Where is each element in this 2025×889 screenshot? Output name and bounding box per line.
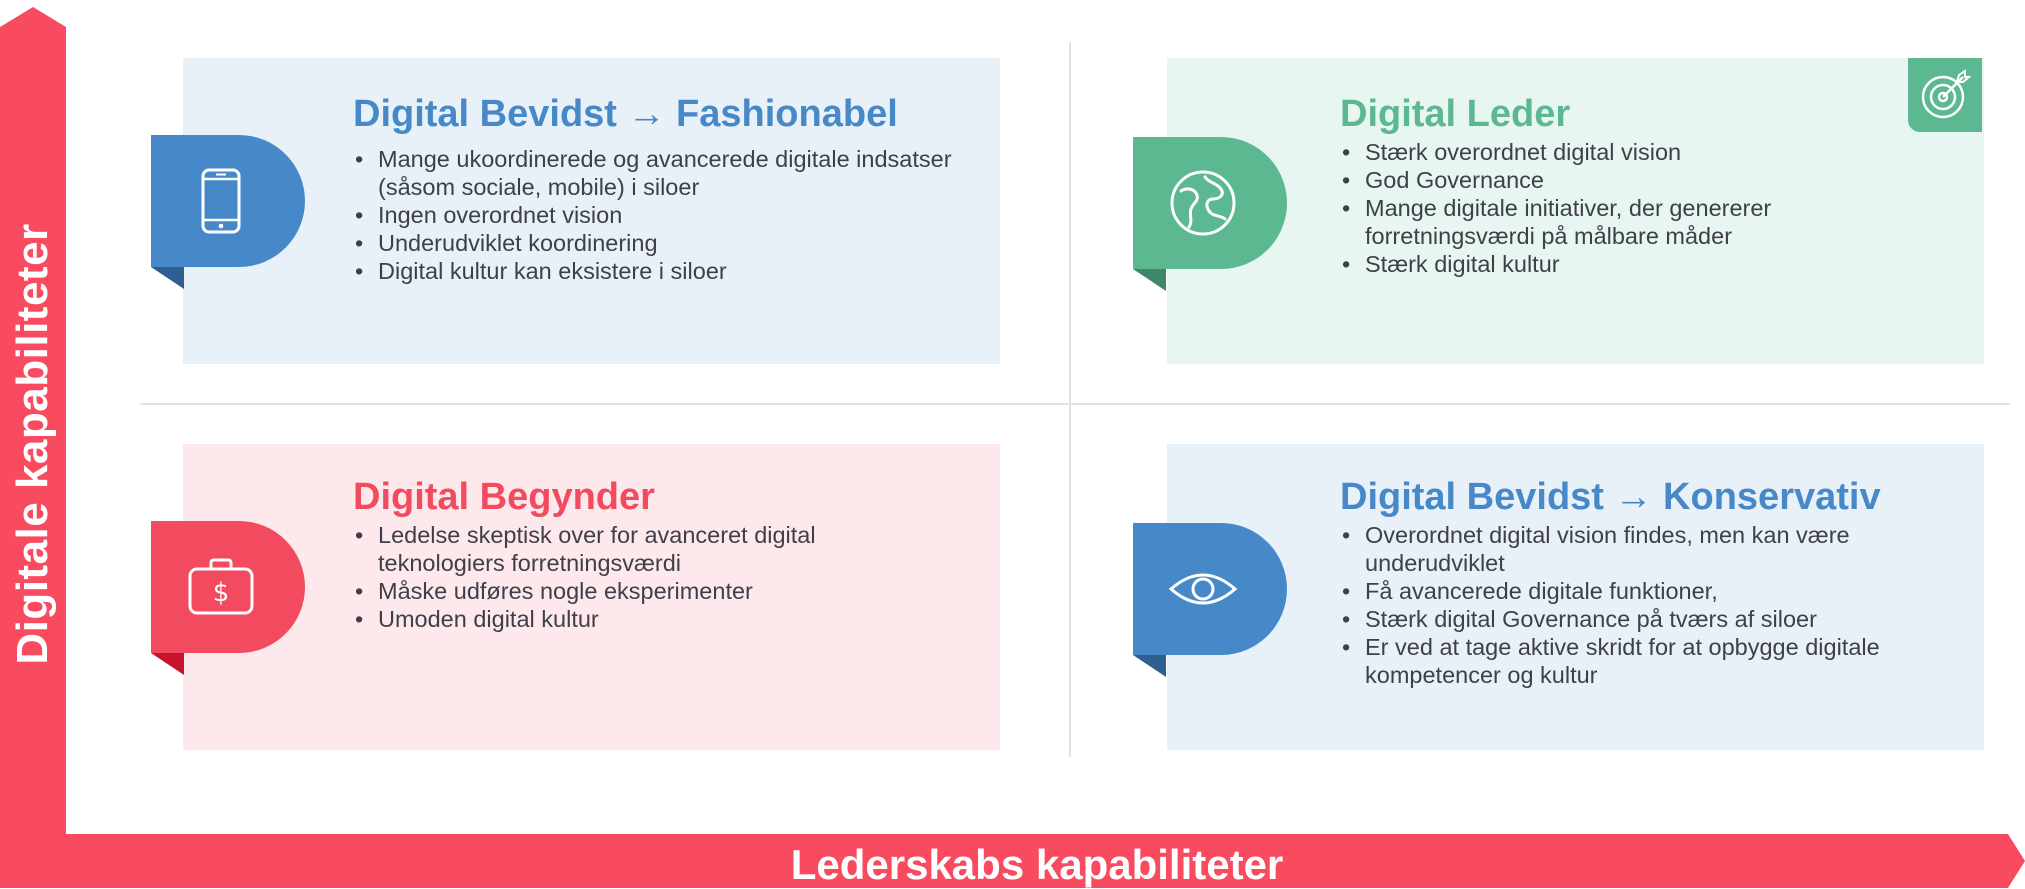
bullet-list-leader: Stærk overordnet digital vision God Gove…: [1340, 138, 1940, 278]
list-item: Overordnet digital vision findes, men ka…: [1340, 521, 1940, 577]
smartphone-icon: [151, 135, 291, 267]
vertical-divider: [1069, 42, 1071, 757]
list-item: Stærk digital kultur: [1340, 250, 1940, 278]
badge-fold: [151, 653, 184, 675]
svg-text:$: $: [213, 578, 230, 608]
list-item: Stærk overordnet digital vision: [1340, 138, 1940, 166]
list-item: Er ved at tage aktive skridt for at opby…: [1340, 633, 1940, 689]
badge-fold: [1133, 655, 1166, 677]
badge-conservative: [1133, 523, 1287, 677]
list-item: Mange digitale initiativer, der generere…: [1340, 194, 1940, 250]
y-axis-arrow: Digitale kapabiliteter: [0, 7, 66, 888]
badge-fold: [1133, 269, 1166, 291]
list-item: Underudviklet koordinering: [353, 229, 953, 257]
list-item: Ledelse skeptisk over for avanceret digi…: [353, 521, 913, 577]
quadrant-title-leader: Digital Leder: [1340, 93, 1571, 135]
globe-icon: [1133, 137, 1273, 269]
bullet-list-conservative: Overordnet digital vision findes, men ka…: [1340, 521, 1940, 689]
badge-fold: [151, 267, 184, 289]
money-bag-icon: $: [151, 521, 291, 653]
bullet-list-fashionable: Mange ukoordinerede og avancerede digita…: [353, 145, 953, 285]
list-item: Måske udføres nogle eksperimenter: [353, 577, 913, 605]
quadrant-title-fashionable: Digital Bevidst → Fashionabel: [353, 93, 898, 135]
list-item: Få avancerede digitale funktioner,: [1340, 577, 1940, 605]
list-item: Stærk digital Governance på tværs af sil…: [1340, 605, 1940, 633]
list-item: Umoden digital kultur: [353, 605, 913, 633]
list-item: Mange ukoordinerede og avancerede digita…: [353, 145, 953, 201]
x-axis-label: Lederskabs kapabiliteter: [790, 841, 1284, 888]
quadrant-title-conservative: Digital Bevidst → Konservativ: [1340, 476, 1881, 518]
y-axis-label: Digitale kapabiliteter: [8, 223, 57, 665]
badge-fashionable: [151, 135, 305, 289]
target-icon: [1908, 58, 1982, 132]
eye-icon: [1133, 523, 1273, 655]
badge-leader: [1133, 137, 1287, 291]
quadrant-title-beginner: Digital Begynder: [353, 476, 655, 518]
x-axis-arrow: Lederskabs kapabiliteter: [66, 834, 2025, 888]
bullet-list-beginner: Ledelse skeptisk over for avanceret digi…: [353, 521, 913, 633]
list-item: God Governance: [1340, 166, 1940, 194]
list-item: Ingen overordnet vision: [353, 201, 953, 229]
horizontal-divider: [140, 403, 2010, 405]
list-item: Digital kultur kan eksistere i siloer: [353, 257, 953, 285]
badge-beginner: $: [151, 521, 305, 675]
